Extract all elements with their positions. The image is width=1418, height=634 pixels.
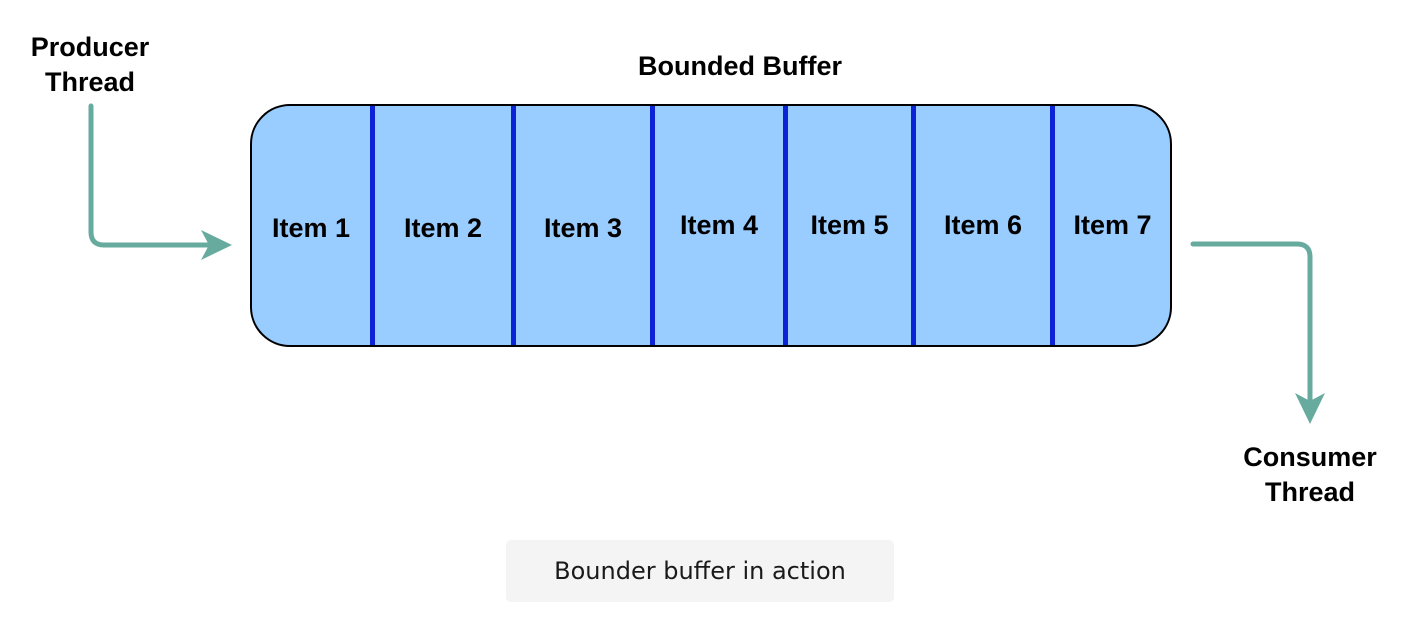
producer-thread-label: Producer Thread — [0, 30, 180, 100]
producer-label-line1: Producer — [30, 32, 150, 62]
producer-arrowhead-icon — [201, 230, 232, 260]
buffer-divider — [370, 106, 375, 345]
buffer-divider — [650, 106, 655, 345]
buffer-item-4: Item 4 — [679, 210, 759, 240]
buffer-divider — [783, 106, 788, 345]
producer-label-line2: Thread — [44, 67, 136, 97]
figure-caption: Bounder buffer in action — [506, 540, 894, 602]
buffer-item-7: Item 7 — [1073, 210, 1152, 240]
buffer-item-2: Item 2 — [403, 213, 483, 243]
bounded-buffer: Item 1 Item 2 Item 3 Item 4 Item 5 Item … — [250, 104, 1172, 347]
buffer-divider — [1050, 106, 1055, 345]
producer-arrow — [88, 103, 215, 248]
buffer-divider — [511, 106, 516, 345]
buffer-divider — [911, 106, 916, 345]
buffer-title: Bounded Buffer — [638, 51, 842, 81]
consumer-thread-label: Consumer Thread — [1220, 440, 1400, 510]
buffer-item-3: Item 3 — [543, 213, 623, 243]
consumer-label-line1: Consumer — [1243, 442, 1377, 472]
buffer-item-1: Item 1 — [271, 213, 351, 243]
consumer-arrow — [1190, 241, 1313, 405]
buffer-item-6: Item 6 — [943, 210, 1023, 240]
consumer-label-line2: Thread — [1264, 477, 1356, 507]
buffer-item-5: Item 5 — [810, 210, 889, 240]
consumer-arrowhead-icon — [1295, 393, 1325, 424]
